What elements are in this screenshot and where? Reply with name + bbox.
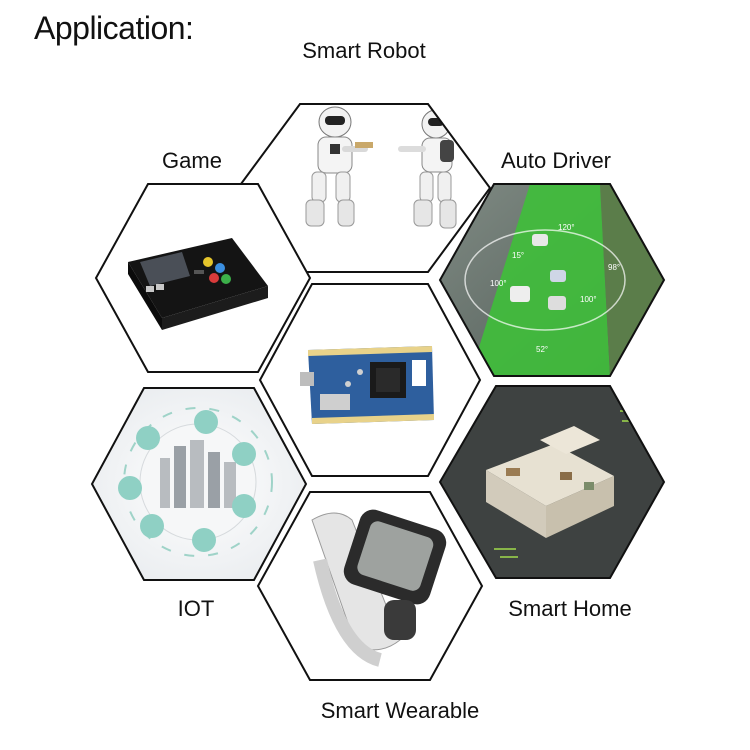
house-floorplan-3d-image	[440, 386, 664, 578]
label-iot: IOT	[177, 596, 215, 621]
label-smart-robot: Smart Robot	[302, 38, 426, 63]
hex-center-board	[258, 283, 482, 477]
auto-annotation: 52°	[536, 345, 548, 354]
label-game: Game	[162, 148, 222, 173]
dev-board-image	[260, 284, 480, 476]
label-smart-wearable: Smart Wearable	[320, 698, 480, 723]
smartwatch-image	[258, 492, 482, 680]
auto-annotation: 100°	[490, 279, 507, 288]
auto-annotation: 120°	[558, 223, 575, 232]
hex-auto-driver: 120° 98° 100° 100° 52° 15°	[438, 183, 666, 377]
iot-network-image	[92, 388, 306, 580]
auto-annotation: 98°	[608, 263, 620, 272]
auto-angle-labels: 120° 98° 100° 100° 52° 15°	[490, 223, 620, 354]
hex-smart-home	[438, 385, 666, 579]
label-smart-home: Smart Home	[508, 596, 632, 621]
auto-annotation: 100°	[580, 295, 597, 304]
auto-annotation: 15°	[512, 251, 524, 260]
hex-iot	[90, 387, 308, 581]
hex-smart-wearable	[256, 491, 484, 681]
autonomous-road-scan-image	[440, 184, 664, 376]
label-auto-driver: Auto Driver	[500, 148, 612, 173]
page-title: Application:	[34, 10, 194, 46]
hex-game	[94, 183, 312, 373]
